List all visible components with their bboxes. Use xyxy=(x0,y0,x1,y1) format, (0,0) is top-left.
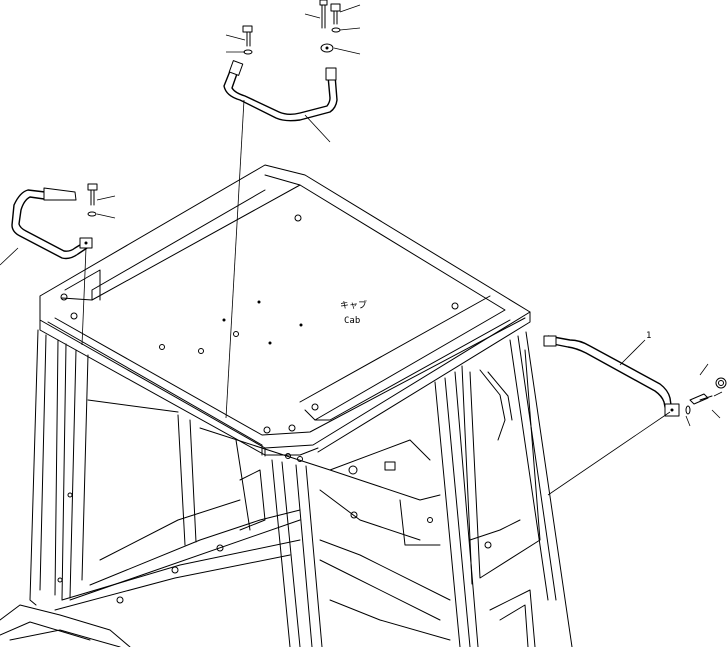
left-handrail xyxy=(0,187,93,346)
cab-frame xyxy=(0,329,573,647)
top-bolt-set-right xyxy=(304,0,361,55)
right-callout: 1 xyxy=(646,331,651,341)
cab-label: キャブ Cab xyxy=(340,299,367,326)
cab-label-jp: キャブ xyxy=(340,299,367,311)
left-bolt-set xyxy=(87,183,116,219)
top-handrail xyxy=(223,60,338,143)
right-bolt-set xyxy=(685,363,727,427)
cab-roof xyxy=(39,164,531,462)
top-bolt-set-left xyxy=(225,25,253,419)
right-handrail: 1 xyxy=(543,331,680,496)
cab-label-en: Cab xyxy=(344,316,360,326)
